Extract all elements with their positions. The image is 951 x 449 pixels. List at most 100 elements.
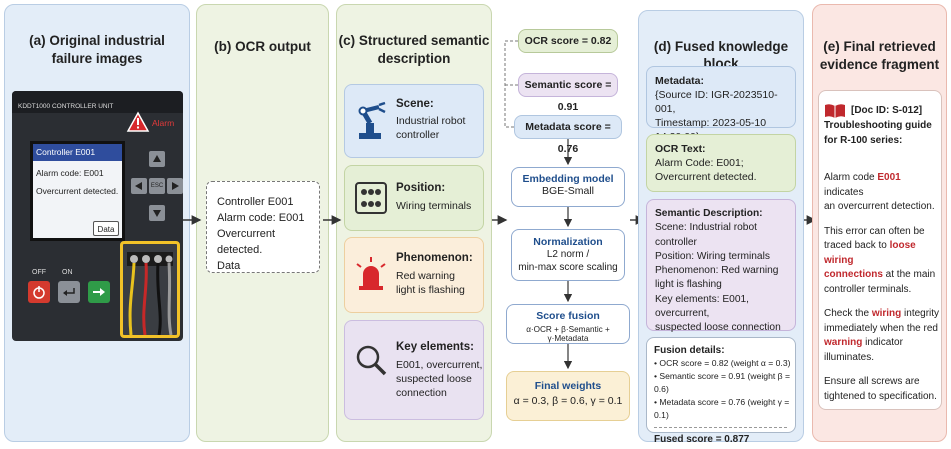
ocr-line-1: Controller E001 — [217, 196, 294, 208]
screen-data-button: Data — [93, 221, 119, 236]
panel-c-title-1: (c) Structured semantic — [338, 33, 490, 48]
embedding-sub: BGE-Small — [542, 185, 594, 197]
normalization-box: Normalization L2 norm / min-max score sc… — [511, 229, 625, 281]
evidence-paragraph-1: Alarm code E001 indicates an overcurrent… — [824, 172, 935, 212]
terminal-wires — [127, 252, 173, 336]
doc-id: [Doc ID: S-012] — [851, 105, 923, 116]
semantic-desc-line-2: Position: Wiring terminals — [655, 250, 770, 262]
key-elements-text-1: E001, overcurrent, — [396, 359, 483, 371]
terminal-grid-icon — [355, 182, 387, 214]
enter-button — [88, 281, 110, 303]
ocr-score-box: OCR score = 0.82 — [518, 29, 618, 53]
dpad-esc-button: ESC — [149, 178, 165, 194]
scene-label: Scene: — [396, 98, 434, 110]
dpad-up-button — [149, 151, 165, 167]
panel-e-title-1: (e) Final retrieved — [823, 39, 936, 54]
ocr-line-2: Alarm code: E001 — [217, 212, 305, 224]
scene-text-1: Industrial robot — [396, 115, 466, 127]
highlight-loose-wiring: loose wiring — [824, 240, 916, 266]
scene-card: Scene: Industrial robot controller — [344, 84, 484, 158]
ocr-line-3: Overcurrent detected. — [217, 228, 276, 256]
semantic-desc-line-1: Scene: Industrial robot controller — [655, 222, 757, 248]
highlight-connections: connections — [824, 269, 883, 280]
return-button — [58, 281, 80, 303]
fusion-detail-1: • OCR score = 0.82 (weight α = 0.3) — [654, 358, 791, 368]
evidence-paragraph-3: Check the wiring integrity immediately w… — [824, 308, 940, 363]
scene-text-2: controller — [396, 129, 440, 141]
score-fusion-box: Score fusion α·OCR + β·Semantic + γ·Meta… — [506, 304, 630, 344]
position-text-1: Wiring terminals — [396, 200, 472, 212]
metadata-score-box: Metadata score = 0.76 — [514, 115, 622, 155]
metadata-line-1: {Source ID: IGR-2023510-001, — [655, 89, 778, 115]
alarm-triangle-icon — [126, 111, 150, 132]
semantic-desc-line-5: Key elements: E001, overcurrent, — [655, 293, 750, 320]
guide-title-1: Troubleshooting guide — [824, 120, 932, 131]
highlight-wiring: wiring — [871, 308, 902, 319]
panel-c-title-2: description — [377, 51, 451, 66]
position-card: Position: Wiring terminals — [344, 165, 484, 231]
phenomenon-text-2: light is flashing — [396, 284, 465, 296]
unit-label: KDDT1000 CONTROLLER UNIT — [18, 103, 114, 110]
panel-a-title-1: (a) Original industrial — [29, 33, 165, 48]
embedding-model-box: Embedding model BGE-Small — [511, 167, 625, 207]
weights-title: Final weights — [534, 380, 602, 392]
key-elements-text-2: suspected loose — [396, 373, 472, 385]
magnifier-icon — [356, 345, 387, 376]
power-off-button — [28, 281, 50, 303]
fusion-formula: α·OCR + β·Semantic + γ·Metadata — [526, 325, 610, 343]
ocr-text-line-1: Alarm Code: E001; — [655, 157, 744, 169]
panel-e-title-2: evidence fragment — [819, 57, 940, 72]
screen-header: Controller E001 — [33, 144, 122, 161]
return-icon — [63, 288, 75, 296]
norm-title: Normalization — [533, 236, 603, 248]
dpad-down-button — [149, 205, 165, 221]
panel-a-title-2: failure images — [51, 51, 143, 66]
lcd-screen: Controller E001 Alarm code: E001 Overcur… — [30, 141, 125, 241]
panel-semantic-description: (c) Structured semantic description Scen… — [336, 4, 492, 442]
ocr-text-block: OCR Text: Alarm Code: E001; Overcurrent … — [646, 134, 796, 192]
panel-ocr-output: (b) OCR output Controller E001 Alarm cod… — [196, 4, 329, 442]
phenomenon-label: Phenomenon: — [396, 252, 473, 264]
embedding-title: Embedding model — [522, 173, 614, 185]
fused-score-total: Fused score = 0.877 — [654, 434, 750, 445]
metadata-block: Metadata: {Source ID: IGR-2023510-001, T… — [646, 66, 796, 143]
screen-line-2: Overcurrent detected. — [36, 186, 119, 196]
key-elements-label: Key elements: — [396, 341, 474, 353]
panel-fused-knowledge: (d) Fused knowledge block Metadata: {Sou… — [638, 10, 804, 445]
book-icon — [825, 104, 845, 118]
alarm-label: Alarm — [152, 118, 175, 128]
fusion-details-label: Fusion details: — [654, 345, 725, 356]
panel-retrieved-evidence: (e) Final retrieved evidence fragment [D… — [812, 4, 947, 442]
phenomenon-text-1: Red warning — [396, 270, 455, 282]
semantic-desc-line-4: light is flashing — [655, 279, 722, 291]
metadata-label: Metadata: — [655, 75, 705, 87]
warning-light-icon — [356, 257, 386, 290]
final-weights-box: Final weights α = 0.3, β = 0.6, γ = 0.1 — [506, 371, 630, 421]
power-icon — [33, 286, 45, 299]
position-label: Position: — [396, 182, 446, 194]
arrow-right-icon — [93, 288, 105, 296]
on-label: ON — [62, 269, 73, 276]
ocr-line-4: Data — [217, 260, 241, 272]
ocr-text-label: OCR Text: — [655, 143, 706, 155]
weights-values: α = 0.3, β = 0.6, γ = 0.1 — [513, 395, 623, 407]
semantic-description-block: Semantic Description: Scene: Industrial … — [646, 199, 796, 333]
highlight-warning: warning — [824, 337, 863, 348]
norm-sub-1: L2 norm / — [546, 249, 590, 260]
fusion-title: Score fusion — [536, 310, 600, 322]
ocr-text-line-2: Overcurrent detected. — [655, 171, 757, 183]
key-elements-card: Key elements: E001, overcurrent, suspect… — [344, 320, 484, 420]
evidence-paragraph-2: This error can often be traced back to l… — [824, 225, 936, 295]
panel-original-images: (a) Original industrial failure images K… — [4, 4, 190, 442]
semantic-desc-line-3: Phenomenon: Red warning — [655, 265, 779, 277]
guide-title-2: for R-100 series: — [824, 135, 903, 146]
off-label: OFF — [32, 269, 46, 276]
controller-device-image: KDDT1000 CONTROLLER UNIT Alarm Controlle… — [12, 91, 183, 341]
dpad-left-button — [131, 178, 147, 194]
highlight-e001: E001 — [877, 172, 901, 183]
evidence-card: [Doc ID: S-012] Troubleshooting guide fo… — [818, 90, 942, 410]
key-elements-text-3: connection — [396, 387, 447, 399]
norm-sub-2: min-max score scaling — [518, 262, 618, 273]
dpad-right-button — [167, 178, 183, 194]
